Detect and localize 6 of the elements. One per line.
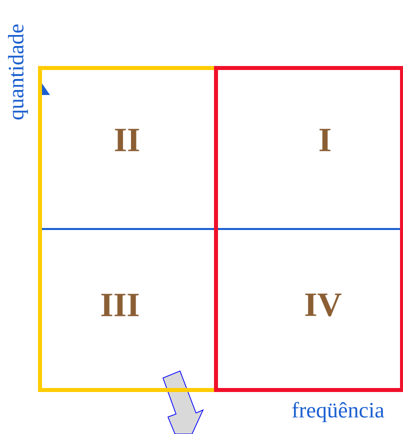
axis-label: quantidade bbox=[8, 24, 28, 120]
roman-numeral: IV bbox=[305, 294, 342, 316]
roman-numeral: I bbox=[320, 128, 330, 152]
roman-numeral: III bbox=[101, 294, 139, 316]
quadrant-box bbox=[214, 66, 403, 392]
roman-numeral: II bbox=[114, 128, 140, 152]
